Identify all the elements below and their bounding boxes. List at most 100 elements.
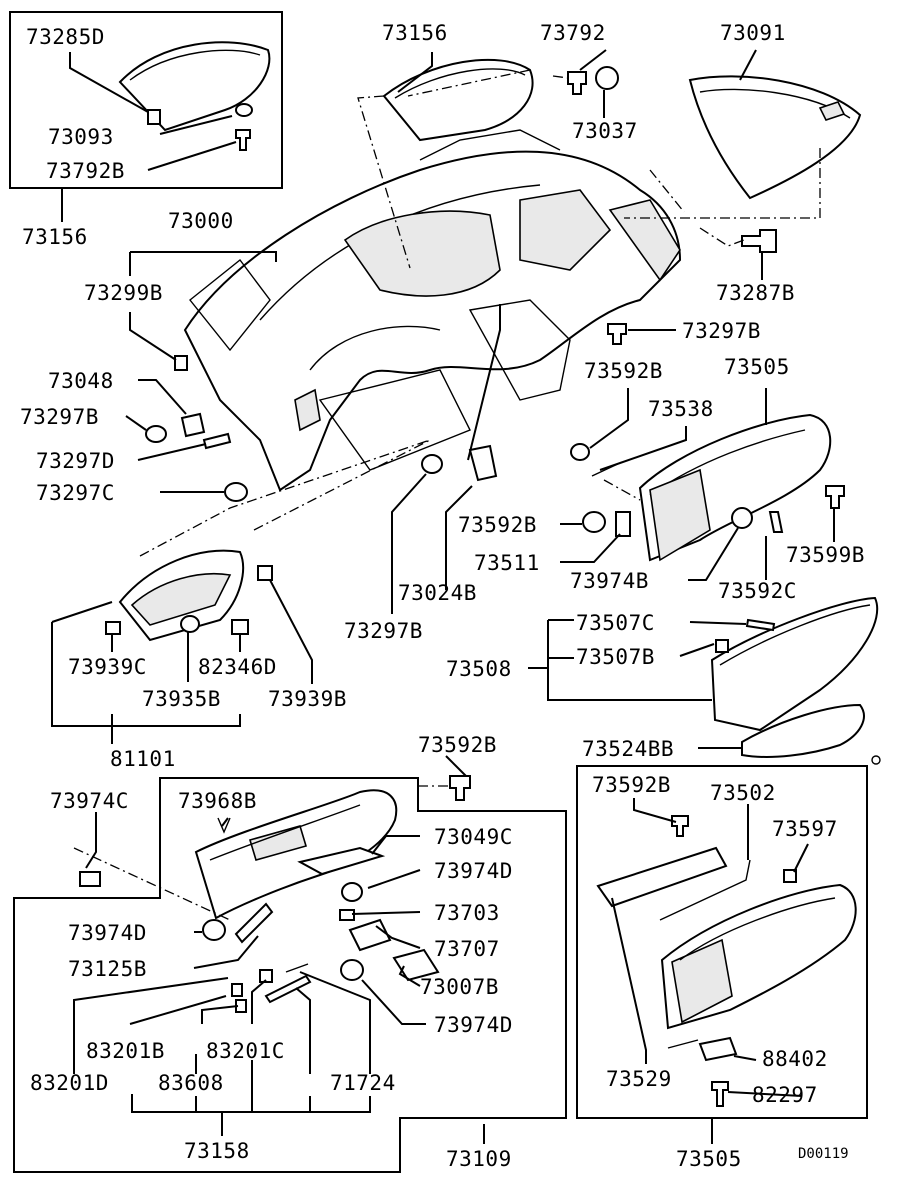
part-lid-73502	[596, 846, 728, 908]
part-bolt-73297b-right	[607, 323, 627, 345]
label-81101: 81101	[110, 747, 176, 771]
label-73974b: 73974B	[570, 569, 649, 593]
label-73508: 73508	[446, 657, 512, 681]
part-clip-73597	[783, 869, 797, 883]
dash-line-10	[603, 479, 641, 501]
label-73792: 73792	[540, 21, 606, 45]
label-73297b-right: 73297B	[682, 319, 761, 343]
label-73297d: 73297D	[36, 449, 115, 473]
label-73299b: 73299B	[84, 281, 163, 305]
label-73000: 73000	[168, 209, 234, 233]
part-clip-83201d	[235, 999, 247, 1013]
part-nut-73974b	[731, 507, 753, 529]
label-73707: 73707	[434, 937, 500, 961]
part-nut-73974d-b	[202, 919, 226, 941]
part-cover-73091	[688, 75, 862, 200]
label-73297c: 73297C	[36, 481, 115, 505]
part-clip-82346d	[231, 619, 249, 635]
part-trim-73524bb	[741, 703, 865, 758]
label-73974d-a: 73974D	[434, 859, 513, 883]
label-73792b: 73792B	[46, 159, 125, 183]
part-clip-73974c	[79, 871, 101, 887]
part-dashboard-73000	[183, 150, 682, 492]
dash-line-8	[73, 847, 231, 921]
label-73592b-inset: 73592B	[592, 773, 671, 797]
part-spring-73968b	[217, 817, 231, 834]
label-73974d-b: 73974D	[68, 921, 147, 945]
part-screw-73507b	[715, 639, 729, 653]
part-box-73007b	[392, 948, 440, 982]
label-73507c: 73507C	[576, 611, 655, 635]
part-clip-73939b	[257, 565, 273, 581]
diagram-code: D00119	[798, 1146, 849, 1162]
dash-line-3	[552, 75, 569, 79]
label-73974c: 73974C	[50, 789, 129, 813]
part-nut-73297b-mid	[421, 454, 443, 474]
leader-lines	[51, 49, 835, 1144]
label-73939c: 73939C	[68, 655, 147, 679]
label-82297: 82297	[752, 1083, 818, 1107]
label-73511: 73511	[474, 551, 540, 575]
dash-line-7	[253, 439, 431, 531]
part-latch-88402	[698, 1036, 738, 1062]
inset-box-73109	[13, 777, 567, 1173]
part-clip-83201b	[231, 983, 243, 997]
label-73125b: 73125B	[68, 957, 147, 981]
label-73156-inset: 73156	[22, 225, 88, 249]
part-nut-73297c	[224, 482, 248, 502]
label-73538: 73538	[648, 397, 714, 421]
part-screw-82297	[711, 1081, 729, 1107]
label-73599b: 73599B	[786, 543, 865, 567]
part-spring-71724	[285, 963, 309, 973]
part-nut-73592b-a	[570, 443, 590, 461]
label-73048: 73048	[48, 369, 114, 393]
part-clip-83201c	[259, 969, 273, 983]
dash-line-2	[407, 69, 531, 97]
label-83201b: 83201B	[86, 1039, 165, 1063]
part-wire-83608	[264, 974, 312, 1004]
label-73529: 73529	[606, 1067, 672, 1091]
dash-line-6	[139, 439, 431, 557]
label-73592c: 73592C	[718, 579, 797, 603]
label-73507b: 73507B	[576, 645, 655, 669]
part-clip-73703	[339, 909, 355, 921]
label-73524bb: 73524BB	[582, 737, 674, 761]
label-73007b: 73007B	[420, 975, 499, 999]
part-cover-small	[118, 41, 271, 132]
part-clip-73285d	[147, 109, 161, 125]
part-bolt-73592b-lower	[449, 775, 471, 801]
part-screw-73792	[567, 71, 587, 95]
label-83608: 83608	[158, 1071, 224, 1095]
label-73505-upper: 73505	[724, 355, 790, 379]
inset-box-73505	[576, 765, 868, 1119]
label-83201c: 83201C	[206, 1039, 285, 1063]
part-bracket-73049c	[297, 846, 386, 876]
part-cover-73508	[710, 596, 879, 732]
dash-line-4	[624, 148, 821, 219]
part-screw-73507c	[745, 618, 776, 632]
label-73093: 73093	[48, 125, 114, 149]
part-bracket-73024b	[468, 444, 498, 482]
part-clip-73299b	[174, 355, 188, 371]
label-73287b: 73287B	[716, 281, 795, 305]
label-73505-lower: 73505	[676, 1147, 742, 1171]
label-73974d-c: 73974D	[434, 1013, 513, 1037]
part-clip-73939c	[105, 621, 121, 635]
part-screw-73297d	[202, 432, 232, 450]
part-bolt-73592b-inset	[671, 815, 689, 837]
part-clip-73093	[235, 103, 253, 117]
part-cap-73037	[595, 66, 619, 90]
part-latch-73529	[667, 1039, 699, 1049]
part-bracket-73048	[180, 412, 206, 438]
label-71724: 71724	[330, 1071, 396, 1095]
label-73024b: 73024B	[398, 581, 477, 605]
part-nut-73935b	[180, 615, 200, 633]
part-bracket-73125b	[234, 902, 274, 944]
label-73502: 73502	[710, 781, 776, 805]
label-73297b-mid: 73297B	[344, 619, 423, 643]
label-73592b-a: 73592B	[584, 359, 663, 383]
label-73091: 73091	[720, 21, 786, 45]
dash-line-5	[699, 227, 745, 247]
label-82346d: 82346D	[198, 655, 277, 679]
